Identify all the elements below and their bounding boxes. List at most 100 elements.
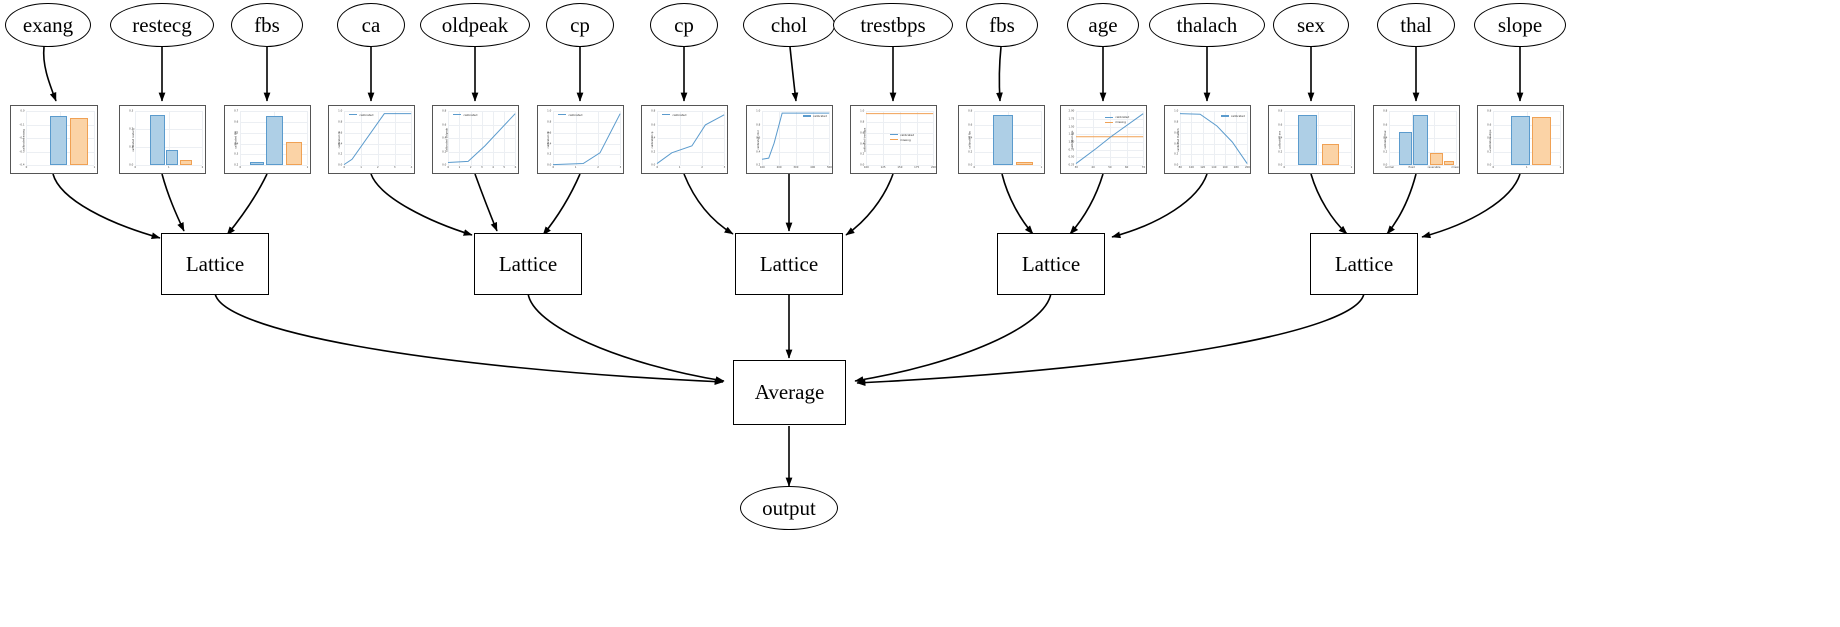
chart-x-tick-label: 1 [1040, 165, 1043, 169]
chart-gridline-h [1493, 111, 1561, 113]
chart-y-tick-label: 0.4 [1174, 142, 1179, 146]
chart-y-tick-label: 0.3 [234, 152, 239, 156]
chart-gridline-v [1202, 111, 1204, 165]
chart-gridline-v [135, 111, 137, 165]
chart-gridline-v [1213, 111, 1215, 165]
chart-gridline-h [1076, 157, 1144, 159]
chart-legend: calibrated [558, 113, 582, 117]
chart-gridline-h [448, 151, 516, 153]
feature-node-trestbps[interactable]: trestbps [833, 3, 953, 47]
chart-x-tick-label: 3 [619, 165, 622, 169]
chart-bar [1413, 115, 1429, 165]
chart-y-tick-label: 0.4 [968, 136, 973, 140]
chart-x-tick-label: 100 [759, 165, 765, 169]
lattice-node-1[interactable]: Lattice [161, 233, 269, 295]
chart-y-tick-label: 0.4 [338, 142, 343, 146]
chart-gridline-v [168, 111, 170, 165]
chart-gridline-h [553, 154, 621, 156]
chart-gridline-v [1180, 111, 1182, 165]
chart-legend-label: calibrated [672, 112, 687, 117]
feature-node-slope[interactable]: slope [1474, 3, 1566, 47]
chart-bar [1532, 116, 1552, 165]
chart-y-tick-label: -0.4 [19, 163, 25, 167]
chart-y-tick-label: 1.50 [1068, 125, 1075, 129]
chart-gridline-h [657, 124, 725, 126]
chart-y-tick-label: 0.8 [547, 120, 552, 124]
chart-y-tick-label: -0.3 [19, 150, 25, 154]
chart-x-tick-label: 1 [93, 165, 96, 169]
chart-x-tick-label: 1 [1526, 165, 1528, 169]
lattice-node-5[interactable]: Lattice [1310, 233, 1418, 295]
chart-y-tick-label: 0.0 [1383, 163, 1388, 167]
output-node[interactable]: output [740, 486, 838, 530]
chart-bar [265, 115, 284, 165]
chart-x-tick-label: 0 [343, 165, 346, 169]
lattice-node-2[interactable]: Lattice [474, 233, 582, 295]
chart-x-tick-label: 2 [201, 165, 204, 169]
chart-x-tick-label: 30 [1074, 165, 1078, 169]
chart-y-tick-label: 0.2 [129, 127, 134, 131]
lattice-node-3[interactable]: Lattice [735, 233, 843, 295]
feature-node-exang[interactable]: exang [5, 3, 91, 47]
chart-gridline-h [344, 111, 412, 113]
feature-node-fbs-1[interactable]: fbs [231, 3, 303, 47]
chart-y-tick-label: 0.0 [1487, 163, 1492, 167]
chart-y-tick-label: 0.8 [651, 109, 656, 113]
chart-gridline-h [448, 138, 516, 140]
chart-gridline-v [1225, 111, 1227, 165]
chart-line [762, 114, 829, 160]
chart-y-tick-label: 1.25 [1068, 132, 1075, 136]
chart-y-tick-label: 0.0 [547, 163, 552, 167]
feature-node-fbs-2[interactable]: fbs [966, 3, 1038, 47]
chart-y-tick-label: 0.0 [1278, 163, 1283, 167]
feature-node-age[interactable]: age [1067, 3, 1139, 47]
chart-x-tick-label: 200 [930, 165, 936, 169]
chart-x-tick-label: 2 [377, 165, 379, 169]
chart-gridline-h [1284, 164, 1352, 166]
chart-legend-label: calibrated [812, 114, 827, 119]
chart-gridline-h [866, 164, 934, 166]
chart-line [448, 114, 515, 163]
feature-node-ca[interactable]: ca [337, 3, 405, 47]
feature-node-cp-1[interactable]: cp [546, 3, 614, 47]
feature-node-chol[interactable]: chol [743, 3, 835, 47]
feature-node-sex[interactable]: sex [1273, 3, 1349, 47]
feature-node-cp-2[interactable]: cp [650, 3, 718, 47]
feature-node-thal[interactable]: thal [1377, 3, 1455, 47]
chart-gridline-h [344, 122, 412, 124]
feature-label: fbs [989, 12, 1015, 37]
chart-gridline-h [344, 143, 412, 145]
chart-x-tick-label: 100 [863, 165, 869, 169]
chart-legend-label: calibrated [359, 112, 374, 117]
feature-node-thalach[interactable]: thalach [1149, 3, 1265, 47]
feature-node-restecg[interactable]: restecg [110, 3, 214, 47]
chart-x-tick-label: 2 [701, 165, 703, 169]
chart-legend-swatch [349, 113, 358, 116]
lattice-node-4[interactable]: Lattice [997, 233, 1105, 295]
chart-gridline-h [553, 111, 621, 113]
average-node[interactable]: Average [733, 360, 846, 425]
chart-gridline-h [240, 111, 308, 113]
feature-node-oldpeak[interactable]: oldpeak [420, 3, 530, 47]
chart-bar [1444, 160, 1454, 165]
chart-gridline-h [135, 147, 203, 149]
chart-gridline-h [448, 164, 516, 166]
